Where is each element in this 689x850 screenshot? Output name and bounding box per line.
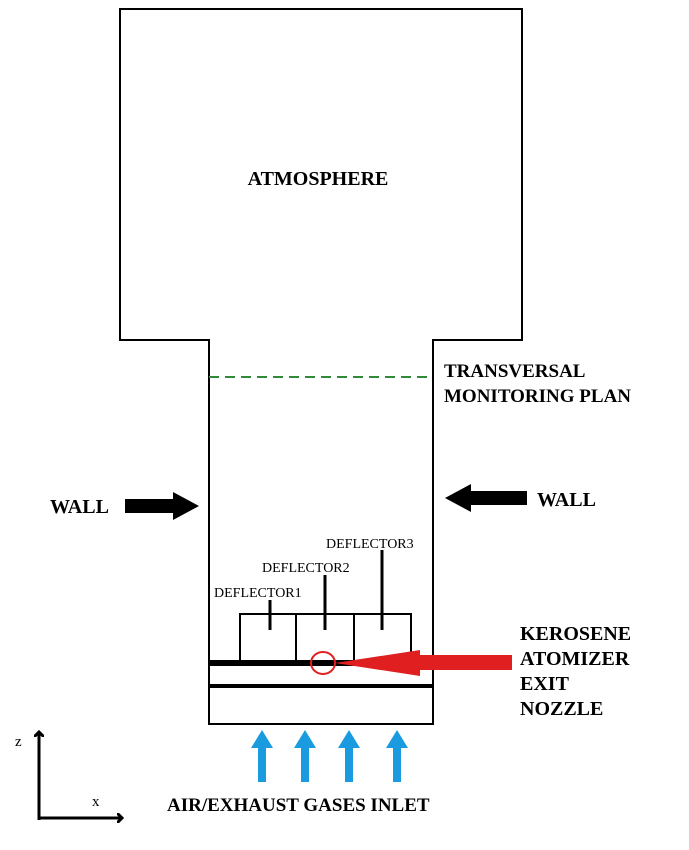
- inlet-arrows: [251, 730, 408, 782]
- inlet-label: AIR/EXHAUST GASES INLET: [167, 795, 430, 816]
- monitoring-plane-label-line2: MONITORING PLAN: [444, 386, 631, 407]
- domain-outline: [119, 8, 523, 725]
- wall-arrow-right: [445, 484, 527, 512]
- deflector2-label: DEFLECTOR2: [262, 561, 350, 576]
- wall-arrow-left: [125, 492, 199, 520]
- inlet-arrow: [294, 730, 316, 782]
- wall-label-right: WALL: [537, 489, 596, 511]
- nozzle-label-line4: NOZZLE: [520, 698, 603, 720]
- wall-label-left: WALL: [50, 496, 109, 518]
- deflector1-label: DEFLECTOR1: [214, 586, 302, 601]
- x-axis-label: x: [92, 794, 100, 810]
- nozzle-label-line1: KEROSENE: [520, 623, 631, 645]
- deflector1-box: [239, 613, 297, 662]
- z-axis-label: z: [15, 734, 22, 750]
- inlet-arrow: [338, 730, 360, 782]
- inlet-arrow: [251, 730, 273, 782]
- nozzle-pointer-arrow: [335, 650, 512, 676]
- nozzle-label-line3: EXIT: [520, 673, 570, 695]
- nozzle-label-line2: ATOMIZER: [520, 648, 630, 670]
- monitoring-plane-label-line1: TRANSVERSAL: [444, 361, 585, 382]
- atmosphere-label: ATMOSPHERE: [248, 168, 389, 190]
- deflector3-label: DEFLECTOR3: [326, 537, 414, 552]
- inlet-arrow: [386, 730, 408, 782]
